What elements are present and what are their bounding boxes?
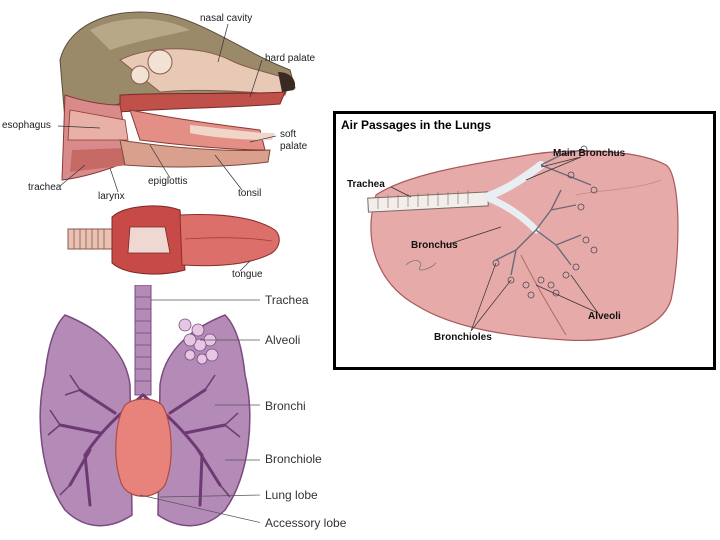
- lungs-illustration: [39, 285, 260, 527]
- alveoli-cluster: [178, 318, 219, 365]
- artist-signature: [405, 260, 437, 271]
- label-epiglottis: epiglottis: [148, 176, 188, 187]
- right-lung-lobe: [157, 314, 251, 527]
- tongue-shape: [179, 214, 280, 267]
- trachea-column: [134, 285, 152, 396]
- air-passages-title: Air Passages in the Lungs: [341, 118, 492, 132]
- label-alveoli-lung: Alveoli: [265, 333, 301, 347]
- label-tonsil: tonsil: [238, 188, 262, 199]
- label-trachea-lung: Trachea: [265, 293, 309, 307]
- label-lung-lobe: Lung lobe: [265, 488, 318, 502]
- left-lung-lobe: [39, 314, 133, 527]
- trachea-tube: [67, 228, 114, 250]
- label-accessory-lobe: Accessory lobe: [265, 516, 347, 530]
- label-soft-palate: soft palate: [280, 129, 308, 152]
- lower-jaw: [119, 139, 271, 168]
- heart-accessory-lobe: [115, 398, 172, 497]
- air-bronchus-tree: [482, 161, 545, 234]
- label-hard-palate: hard palate: [265, 53, 316, 64]
- label-larynx: larynx: [98, 191, 125, 202]
- air-passages-illustration: [367, 145, 679, 342]
- label-tongue: tongue: [232, 269, 263, 280]
- nose: [278, 72, 296, 92]
- hard-palate-region: [119, 91, 286, 113]
- bronchiole-clusters: [492, 145, 598, 299]
- dog-head-illustration: [57, 11, 296, 193]
- label-bronchi: Bronchi: [265, 399, 306, 413]
- label-bronchiole: Bronchiole: [265, 452, 322, 466]
- label-trachea-small: trachea: [28, 182, 62, 193]
- label-air-trachea: Trachea: [347, 179, 385, 190]
- label-bronchioles: Bronchioles: [434, 332, 492, 343]
- label-air-alveoli: Alveoli: [588, 311, 621, 322]
- label-main-bronchus: Main Bronchus: [553, 148, 626, 159]
- tongue-larynx-illustration: [67, 205, 280, 275]
- label-nasal-cavity: nasal cavity: [200, 13, 253, 24]
- label-esophagus: esophagus: [2, 120, 51, 131]
- label-bronchus: Bronchus: [411, 240, 458, 251]
